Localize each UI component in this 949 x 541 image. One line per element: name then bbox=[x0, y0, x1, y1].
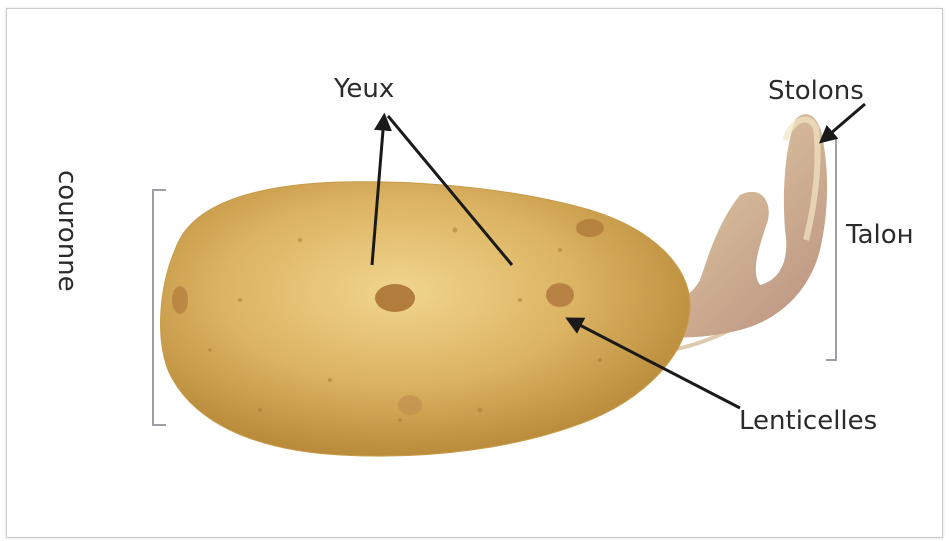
label-couronne: couronne bbox=[54, 170, 80, 292]
label-talon: Taloн bbox=[846, 222, 914, 248]
eye-1 bbox=[375, 284, 415, 312]
potato-tuber bbox=[161, 182, 690, 456]
label-lenticelles: Lenticelles bbox=[739, 408, 877, 434]
eye-2 bbox=[546, 283, 574, 307]
talon-bracket bbox=[826, 138, 836, 360]
label-yeux: Yeux bbox=[334, 76, 394, 102]
arrow-stolons bbox=[823, 104, 865, 140]
label-stolons: Stolons bbox=[768, 78, 864, 104]
